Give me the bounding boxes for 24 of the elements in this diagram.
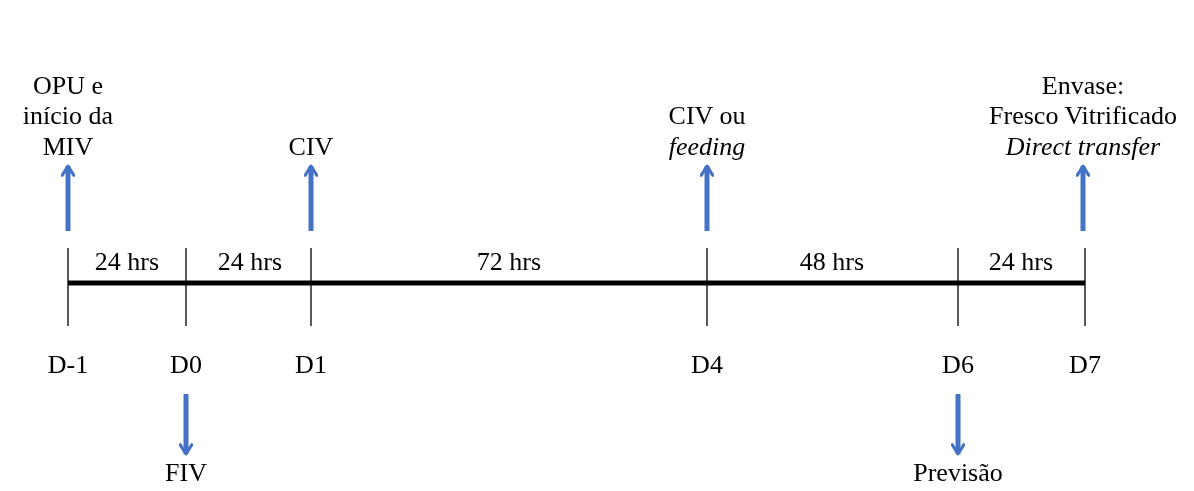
arrow [950,394,966,456]
duration-label: 72 hrs [476,249,542,275]
event-label: Previsão [912,458,1004,489]
arrow [303,164,319,231]
arrow [699,164,715,231]
event-label: Fresco Vitrificado Direct transfer [988,101,1178,162]
event-label: CIV ou feeding [667,101,747,162]
duration-label: 24 hrs [94,249,160,275]
day-label: D-1 [47,352,89,378]
duration-label: 24 hrs [988,249,1054,275]
event-label: FIV [164,458,208,489]
day-label: D7 [1069,352,1101,378]
arrow [1075,164,1091,231]
event-label: CIV [287,131,335,162]
day-label: D0 [170,352,202,378]
event-label: OPU e início da MIV [21,70,115,162]
arrow [60,164,76,231]
day-label: D6 [942,352,974,378]
duration-label: 48 hrs [799,249,865,275]
day-label: D1 [295,352,327,378]
duration-label: 24 hrs [217,249,283,275]
day-label: D4 [691,352,723,378]
arrow [178,394,194,456]
event-label: Envase: [1040,70,1126,102]
